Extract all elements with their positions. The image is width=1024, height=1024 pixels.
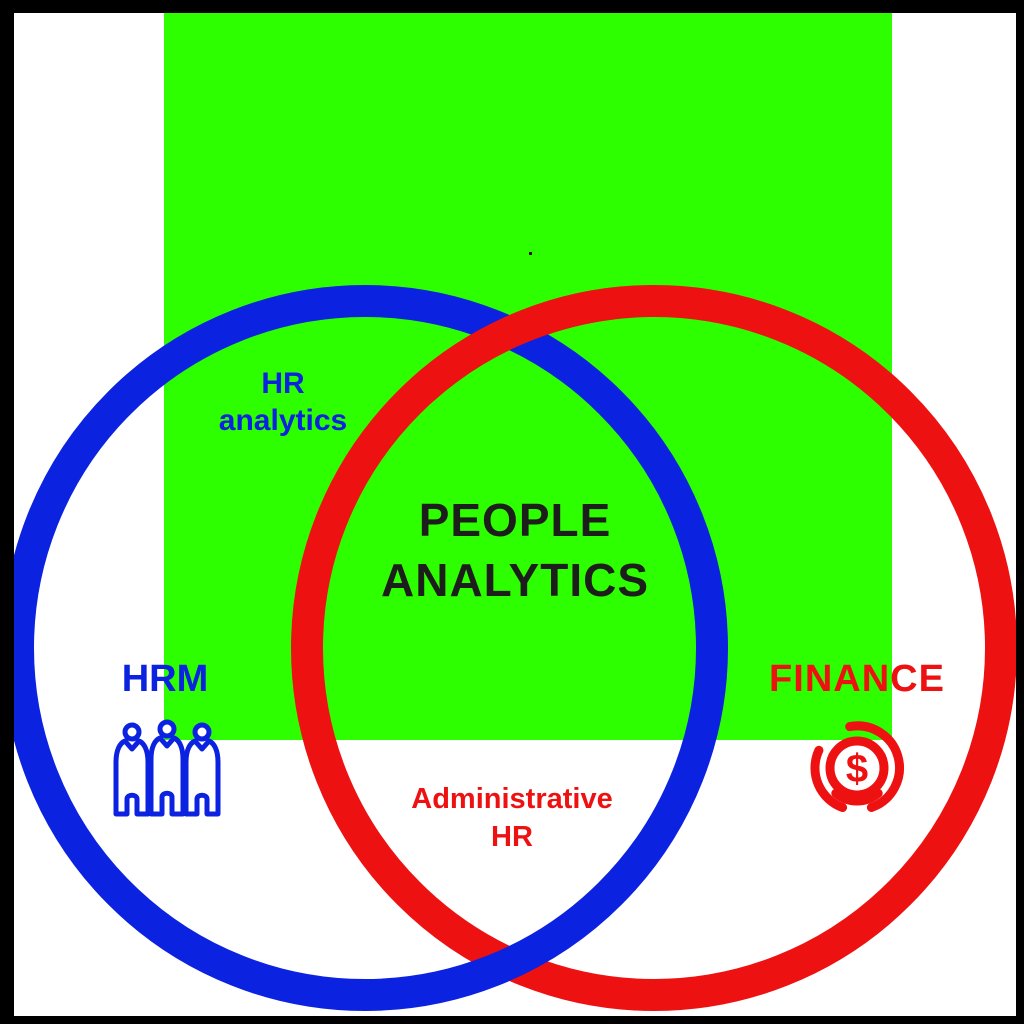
people-icon xyxy=(113,719,221,817)
person-head xyxy=(192,722,212,742)
green-background-rect xyxy=(164,13,892,740)
coin-outer-arc-right xyxy=(845,721,904,812)
person-head xyxy=(122,722,142,742)
hr-analytics-label: HR analytics xyxy=(218,367,348,437)
coin-inner-circle xyxy=(825,736,889,800)
person-middle xyxy=(148,719,186,817)
people-analytics-title: PEOPLE ANALYTICS xyxy=(381,494,649,606)
venn-diagram: $ xyxy=(14,13,1016,1011)
hrm-label: HRM xyxy=(121,658,209,700)
finance-circle-overlap-arc xyxy=(411,287,614,403)
finance-circle xyxy=(291,285,1016,1011)
person-right xyxy=(183,722,221,817)
person-body xyxy=(148,735,186,817)
person-head xyxy=(157,719,177,739)
coin-dollar-icon: $ xyxy=(810,721,904,812)
person-left xyxy=(113,722,151,817)
diagram-canvas: $ HR analytics PEOPLE ANALYTICS HRM FINA… xyxy=(14,13,1016,1016)
finance-label: FINANCE xyxy=(769,658,945,700)
person-body xyxy=(183,738,221,817)
hrm-circle xyxy=(14,285,728,1011)
small-dot-artifact xyxy=(529,252,532,255)
coin-outer-arc-left xyxy=(810,745,848,812)
coin-bottom-arc xyxy=(831,788,883,806)
administrative-hr-label: Administrative HR xyxy=(411,783,613,853)
person-body xyxy=(113,738,151,817)
dollar-sign: $ xyxy=(846,747,868,791)
